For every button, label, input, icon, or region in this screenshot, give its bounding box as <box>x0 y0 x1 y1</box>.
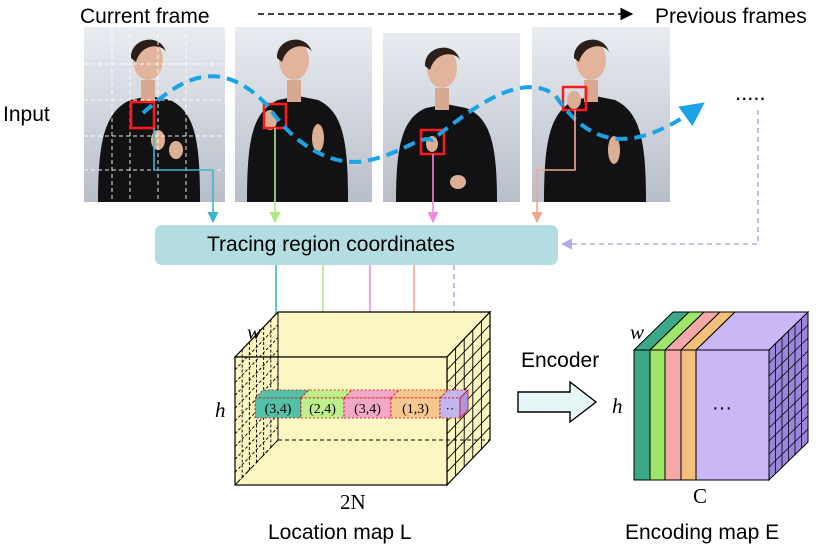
frame-4 <box>532 27 670 202</box>
frame-1 <box>84 27 225 202</box>
tracing-box <box>155 225 558 265</box>
cell-label: (3,4) <box>265 402 292 417</box>
encoding-side-grid <box>768 318 809 474</box>
w-label-left: w <box>247 320 262 344</box>
cell-label: (2,4) <box>309 402 336 417</box>
two-n-label: 2N <box>340 490 366 514</box>
cell-label: (1,3) <box>402 402 429 417</box>
front-left-grid <box>234 311 279 486</box>
input-connectors <box>153 110 759 250</box>
encoding-dots: ··· <box>712 397 732 419</box>
frame-2 <box>235 27 372 202</box>
current-frame-label: Current frame <box>80 5 210 28</box>
cell-top <box>390 389 449 399</box>
input-label: Input <box>3 103 50 126</box>
hand-trajectory <box>141 74 705 164</box>
coordinate-cell <box>390 397 441 419</box>
encoding-map-label: Encoding map E <box>625 521 780 544</box>
encoding-channel <box>633 349 651 481</box>
encoder-label: Encoder <box>521 349 600 372</box>
cell-label: (3,4) <box>354 402 381 417</box>
previous-frames-label: Previous frames <box>655 5 807 28</box>
h-label-left: h <box>215 398 226 422</box>
c-label: C <box>693 484 708 508</box>
w-label-right: w <box>630 320 645 344</box>
encoding-channel <box>680 349 697 481</box>
location-map-label: Location map L <box>268 521 412 544</box>
cell-top <box>300 389 353 399</box>
cell-top <box>343 389 400 399</box>
tracing-box-label: Tracing region coordinates <box>207 233 455 256</box>
frame-3 <box>383 33 520 202</box>
h-label-right: h <box>612 394 623 418</box>
encoding-map-volume <box>632 310 810 482</box>
encoding-channel <box>649 349 666 481</box>
encoder-arrow <box>517 380 598 424</box>
highlight-box-1 <box>129 100 156 130</box>
coordinate-cells: (3,4) (2,4) (3,4) (1,3) ·· <box>254 389 469 419</box>
encoding-channel <box>664 349 682 481</box>
ellipsis-label: ..... <box>735 80 766 105</box>
cell-label: ·· <box>446 401 455 416</box>
cell-top <box>254 389 310 399</box>
location-map-volume: (3,4) (2,4) (3,4) (1,3) ·· <box>233 310 492 487</box>
